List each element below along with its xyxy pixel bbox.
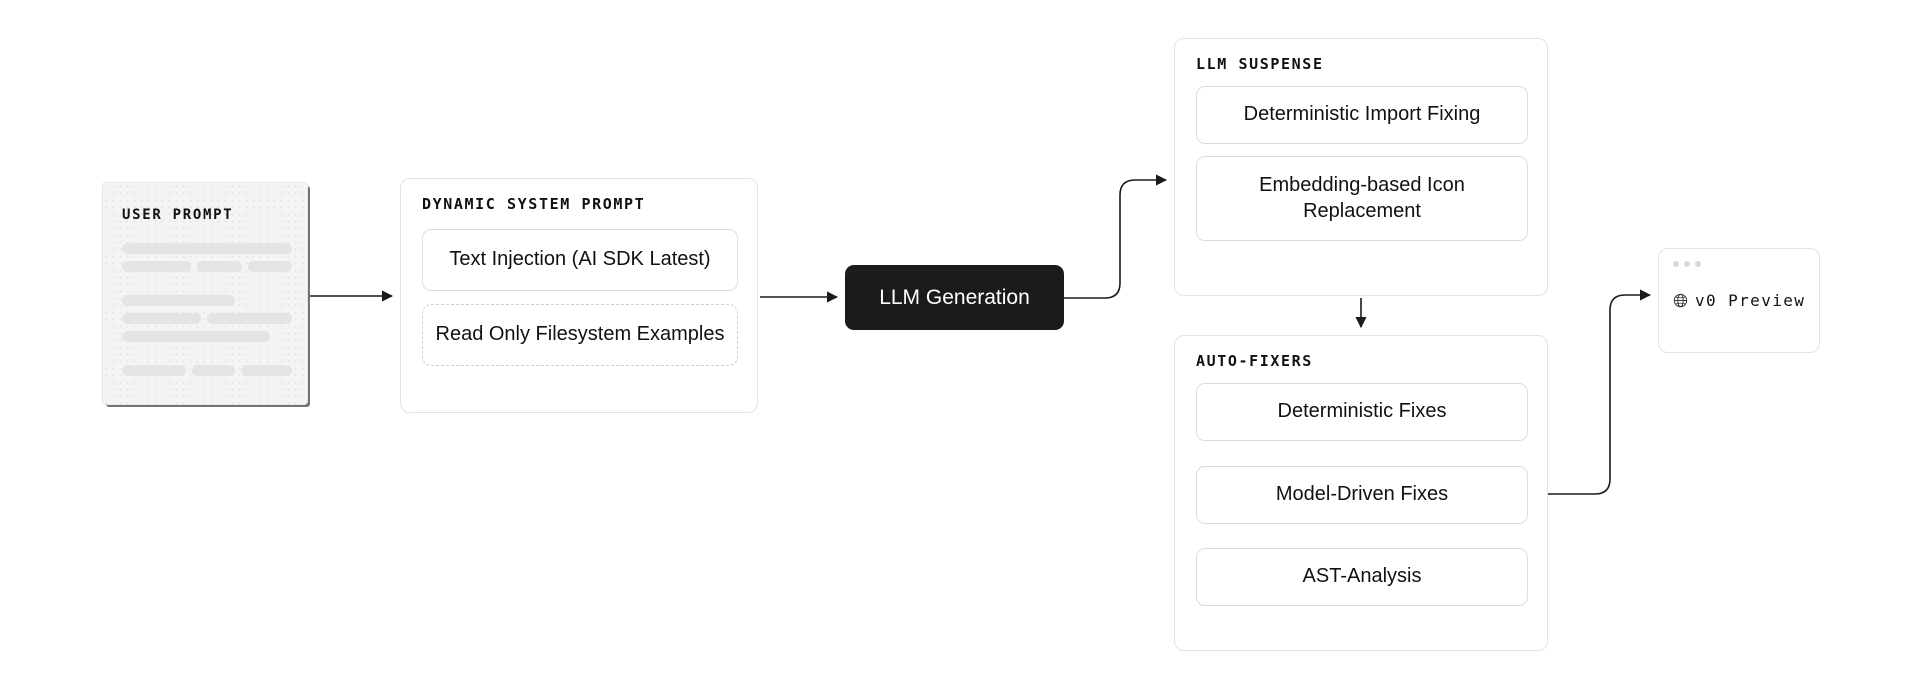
user-prompt-title: USER PROMPT — [122, 207, 234, 223]
item-read-only-filesystem-examples[interactable]: Read Only Filesystem Examples — [422, 304, 738, 366]
user-prompt-skeleton — [122, 243, 292, 376]
window-dot-yellow — [1684, 261, 1690, 267]
v0-preview-label-row: v0 Preview — [1673, 291, 1805, 310]
auto-fixers-title: AUTO-FIXERS — [1196, 352, 1313, 370]
globe-icon — [1673, 293, 1688, 308]
llm-suspense-group: LLM SUSPENSE Deterministic Import Fixing… — [1174, 38, 1548, 296]
v0-preview-card[interactable]: v0 Preview — [1658, 248, 1820, 353]
llm-generation-node[interactable]: LLM Generation — [845, 265, 1064, 330]
item-ast-analysis[interactable]: AST-Analysis — [1196, 548, 1528, 606]
item-deterministic-fixes[interactable]: Deterministic Fixes — [1196, 383, 1528, 441]
auto-fixers-group: AUTO-FIXERS Deterministic Fixes Model-Dr… — [1174, 335, 1548, 651]
skeleton-bar — [241, 365, 292, 376]
llm-suspense-title: LLM SUSPENSE — [1196, 55, 1324, 73]
skeleton-bar — [122, 365, 187, 376]
skeleton-bar — [192, 365, 236, 376]
window-dots — [1673, 261, 1701, 267]
skeleton-bar — [122, 331, 270, 342]
item-deterministic-import-fixing[interactable]: Deterministic Import Fixing — [1196, 86, 1528, 144]
window-dot-green — [1695, 261, 1701, 267]
skeleton-spacer — [122, 349, 292, 358]
connector-llm-generation-to-llm-suspense — [1064, 174, 1168, 299]
item-text-injection[interactable]: Text Injection (AI SDK Latest) — [422, 229, 738, 291]
window-dot-red — [1673, 261, 1679, 267]
skeleton-row — [122, 313, 292, 324]
skeleton-row — [122, 261, 292, 272]
skeleton-spacer — [122, 279, 292, 288]
skeleton-row — [122, 365, 292, 376]
skeleton-bar — [122, 295, 235, 306]
skeleton-bar — [207, 313, 292, 324]
skeleton-row — [122, 295, 292, 306]
skeleton-row — [122, 243, 292, 254]
item-model-driven-fixes[interactable]: Model-Driven Fixes — [1196, 466, 1528, 524]
skeleton-bar — [247, 261, 292, 272]
dynamic-system-prompt-title: DYNAMIC SYSTEM PROMPT — [422, 195, 646, 213]
dynamic-system-prompt-group: DYNAMIC SYSTEM PROMPT Text Injection (AI… — [400, 178, 758, 413]
v0-preview-label: v0 Preview — [1695, 291, 1806, 310]
skeleton-bar — [122, 243, 292, 254]
skeleton-bar — [197, 261, 242, 272]
skeleton-bar — [122, 313, 201, 324]
item-embedding-based-icon-replacement[interactable]: Embedding-based Icon Replacement — [1196, 156, 1528, 241]
connector-auto-fixers-to-v0-preview — [1548, 289, 1652, 495]
skeleton-row — [122, 331, 292, 342]
user-prompt-card[interactable]: USER PROMPT — [102, 182, 308, 405]
skeleton-bar — [122, 261, 192, 272]
